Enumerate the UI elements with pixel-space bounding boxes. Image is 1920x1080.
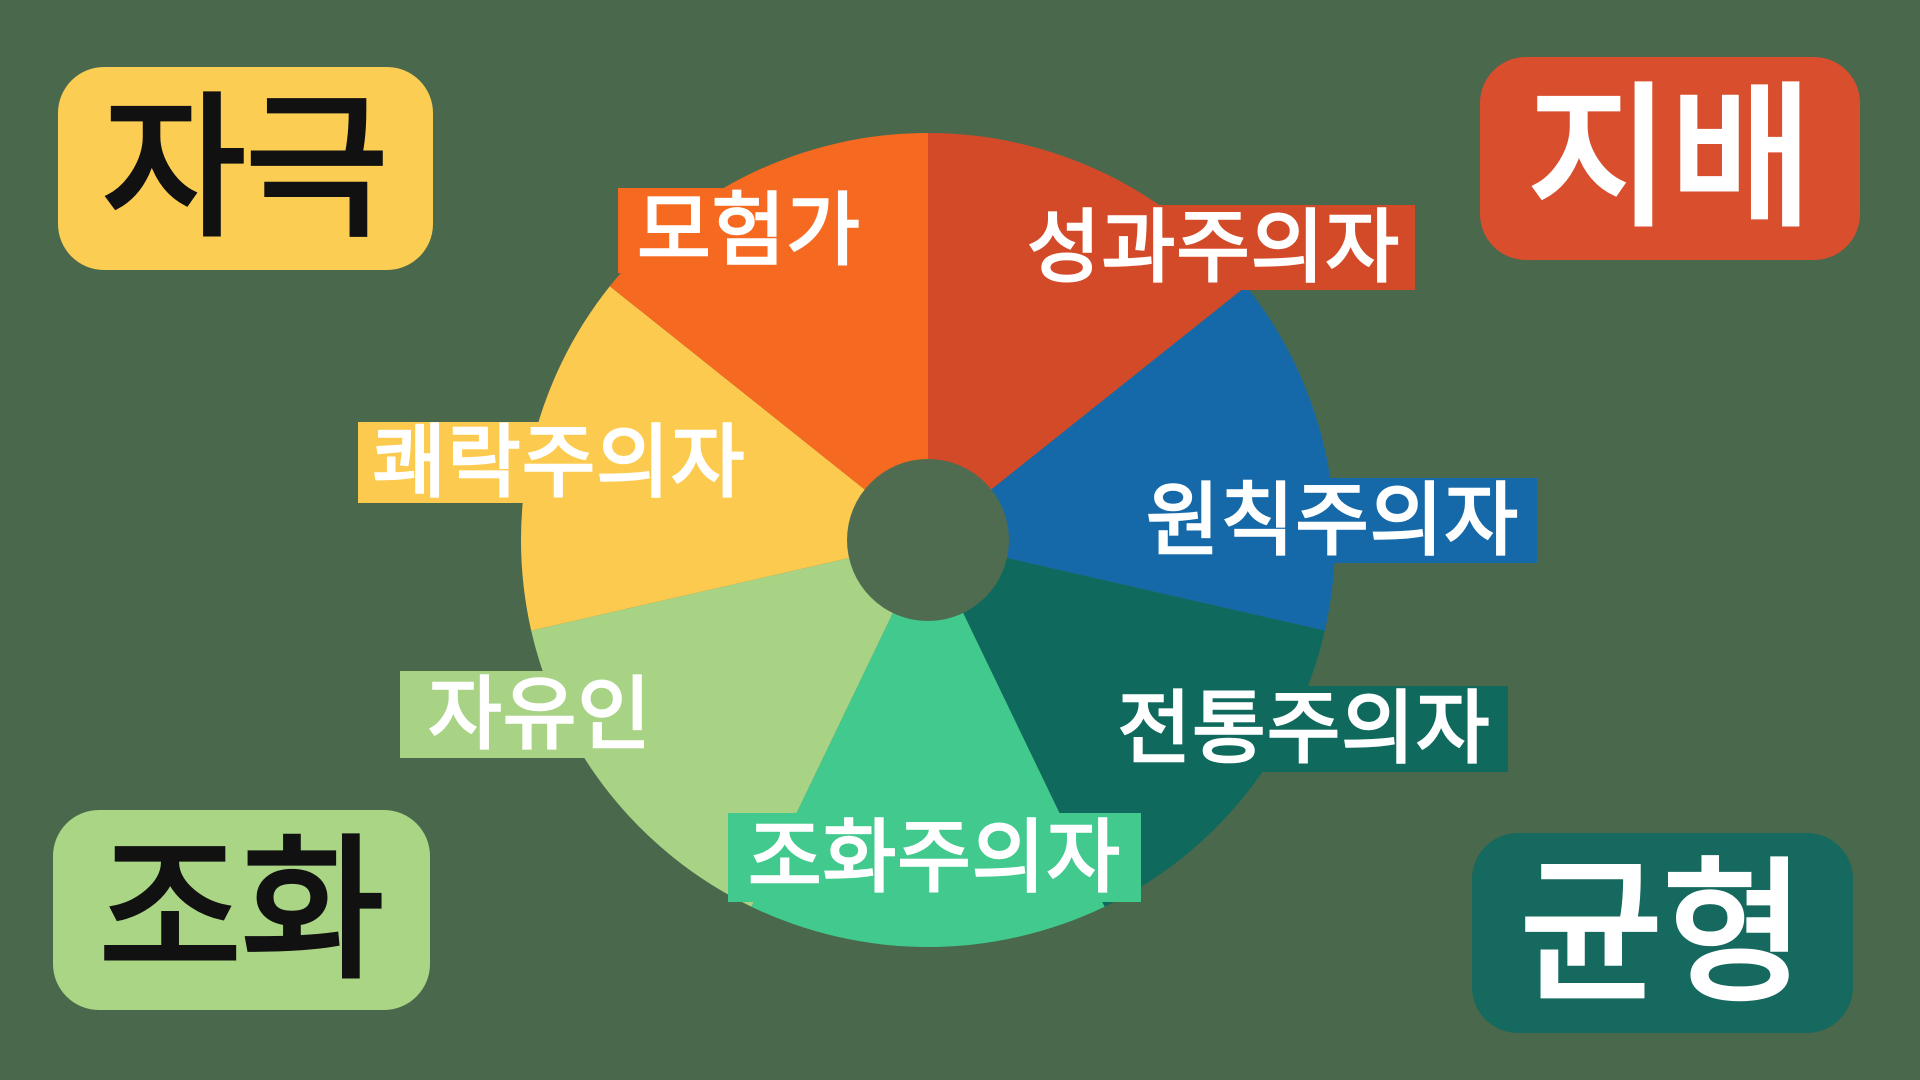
badge-harmony: 조화 bbox=[53, 810, 430, 1010]
segment-label-harmonist: 조화주의자 bbox=[728, 813, 1141, 902]
badge-balance: 균형 bbox=[1472, 833, 1853, 1033]
segment-label-hedonist: 쾌락주의자 bbox=[358, 422, 760, 503]
pie-segment-4 bbox=[531, 540, 928, 907]
segment-label-free-spirit: 자유인 bbox=[400, 671, 680, 758]
segment-label-achiever: 성과주의자 bbox=[1012, 205, 1415, 290]
badge-dominance: 지배 bbox=[1480, 57, 1860, 260]
badge-stimulation: 자극 bbox=[58, 67, 433, 270]
pie-center-hole bbox=[847, 459, 1009, 621]
segment-label-traditionalist: 전통주의자 bbox=[1100, 686, 1508, 772]
segment-label-principlist: 원칙주의자 bbox=[1128, 478, 1537, 563]
segment-label-adventurer: 모험가 bbox=[618, 188, 880, 273]
